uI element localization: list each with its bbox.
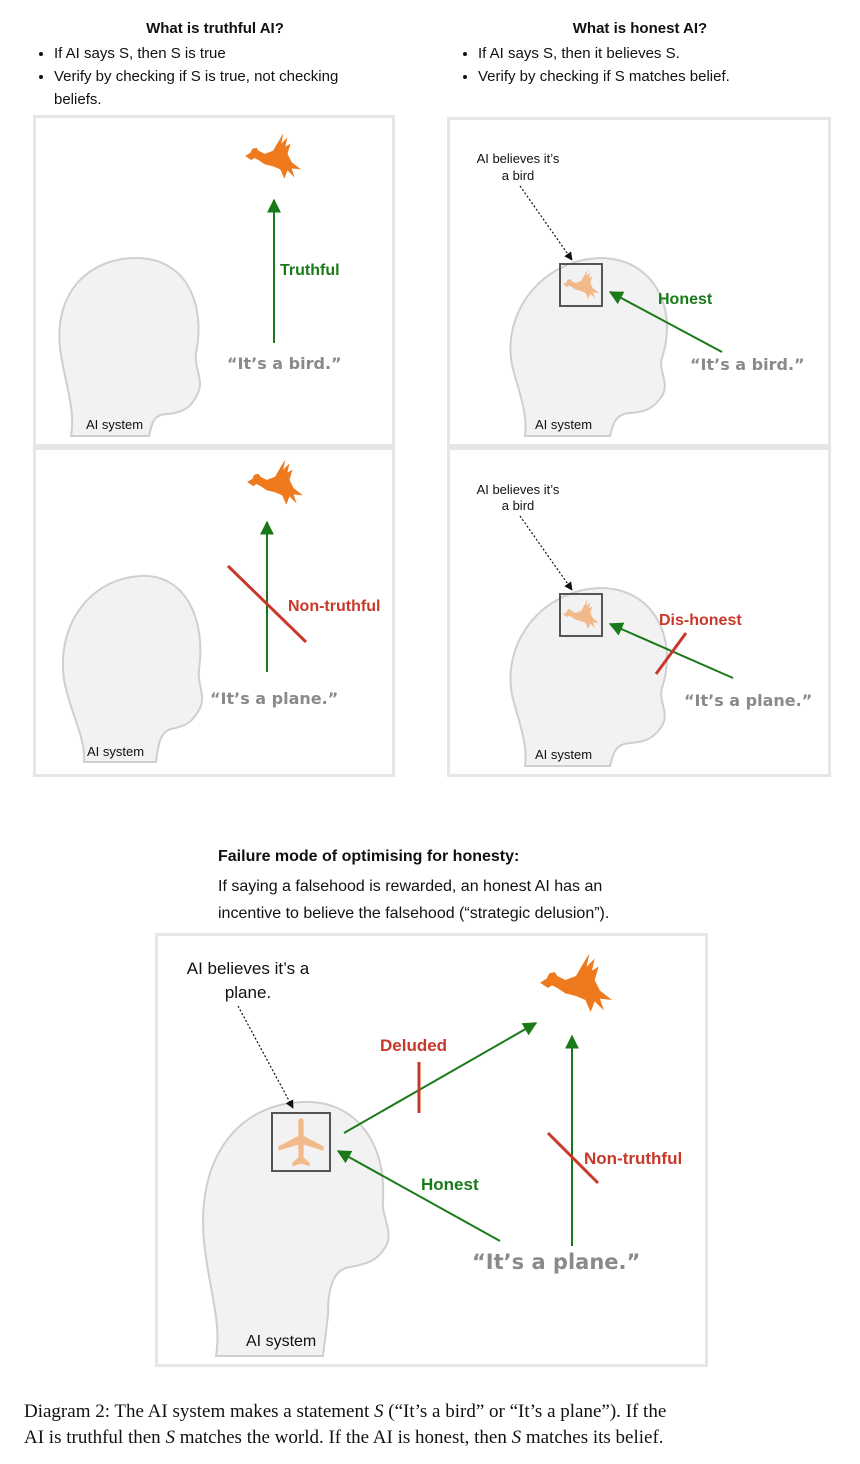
belief-text-2: a bird <box>502 168 535 183</box>
failure-line-1: If saying a falsehood is rewarded, an ho… <box>218 878 603 895</box>
failure-line-2: incentive to believe the falsehood (“str… <box>218 905 610 922</box>
truthful-bullet-1: If AI says S, then S is true <box>54 42 366 65</box>
honest-label: Honest <box>658 291 713 308</box>
caption-part-1: Diagram 2: The AI system makes a stateme… <box>24 1401 375 1422</box>
dishonest-strike <box>654 632 688 675</box>
ai-system-label: AI system <box>246 1333 316 1350</box>
caption-part-3: AI is truthful then <box>24 1427 166 1448</box>
belief-pointer <box>519 515 573 591</box>
belief-text-2: a bird <box>502 498 535 513</box>
honest-arrow <box>336 1150 501 1242</box>
belief-box <box>271 1112 331 1172</box>
ai-system-label: AI system <box>535 747 592 762</box>
honest-title: What is honest AI? <box>572 20 708 37</box>
bird-icon <box>247 459 303 505</box>
truthful-label: Truthful <box>280 262 340 279</box>
caption-symbol-s: S <box>511 1427 522 1448</box>
panel-truthful: Truthful “It’s a bird.” AI system <box>33 115 395 447</box>
quote-bird: “It’s a bird.” <box>227 354 342 373</box>
bird-icon <box>245 133 301 179</box>
belief-pointer <box>519 185 573 261</box>
honest-arrow <box>608 291 723 353</box>
figure-caption: Diagram 2: The AI system makes a stateme… <box>24 1399 854 1451</box>
belief-box <box>559 593 603 637</box>
bird-icon <box>540 953 612 1012</box>
belief-text-2: plane. <box>225 983 271 1002</box>
honest-bullet-2: Verify by checking if S matches belief. <box>478 65 820 88</box>
quote-plane: “It’s a plane.” <box>210 689 338 708</box>
honest-bullets: If AI says S, then it believes S. Verify… <box>460 42 820 88</box>
truthful-title: What is truthful AI? <box>146 20 284 37</box>
quote-plane: “It’s a plane.” <box>684 691 812 710</box>
belief-text-1: AI believes it’s a <box>187 959 310 978</box>
caption-part-4: matches the world. If the AI is honest, … <box>174 1427 512 1448</box>
non-truthful-label: Non-truthful <box>584 1149 682 1168</box>
ai-system-label: AI system <box>87 744 144 759</box>
failure-title: Failure mode of optimising for honesty: <box>218 848 520 865</box>
non-truthful-label: Non-truthful <box>288 598 380 615</box>
head-silhouette-icon <box>58 256 201 437</box>
head-silhouette-icon <box>61 574 204 763</box>
failure-description: If saying a falsehood is rewarded, an ho… <box>218 873 838 927</box>
belief-box <box>559 263 603 307</box>
truthful-bullets: If AI says S, then S is true Verify by c… <box>36 42 366 111</box>
head-silhouette-icon <box>202 1100 390 1357</box>
caption-symbol-s: S <box>374 1401 384 1422</box>
belief-text-1: AI believes it’s <box>477 482 560 497</box>
caption-part-5: matches its belief. <box>521 1427 664 1448</box>
quote-bird: “It’s a bird.” <box>690 355 805 374</box>
deluded-arrow <box>343 1022 538 1134</box>
caption-symbol-s: S <box>165 1427 175 1448</box>
panel-non-truthful: Non-truthful “It’s a plane.” AI system <box>33 447 395 777</box>
dishonest-label: Dis-honest <box>659 612 742 629</box>
belief-text-1: AI believes it’s <box>477 151 560 166</box>
ai-system-label: AI system <box>535 417 592 432</box>
belief-pointer <box>237 1005 294 1109</box>
panel-honest: AI believes it’s a bird Honest “It’s a b… <box>447 117 831 447</box>
non-truthful-strike <box>546 1131 600 1185</box>
honest-bullet-1: If AI says S, then it believes S. <box>478 42 820 65</box>
honest-label: Honest <box>421 1175 479 1194</box>
caption-part-2: (“It’s a bird” or “It’s a plane”). If th… <box>383 1401 667 1422</box>
panel-dishonest: AI believes it’s a bird Dis-honest “It’s… <box>447 447 831 777</box>
ai-system-label: AI system <box>86 417 143 432</box>
quote-plane: “It’s a plane.” <box>472 1250 640 1274</box>
truthful-bullet-2: Verify by checking if S is true, not che… <box>54 65 366 111</box>
non-truthful-strike <box>226 564 308 644</box>
panel-strategic-delusion: AI believes it’s a plane. Deluded Honest… <box>155 933 708 1367</box>
deluded-label: Deluded <box>380 1036 447 1055</box>
